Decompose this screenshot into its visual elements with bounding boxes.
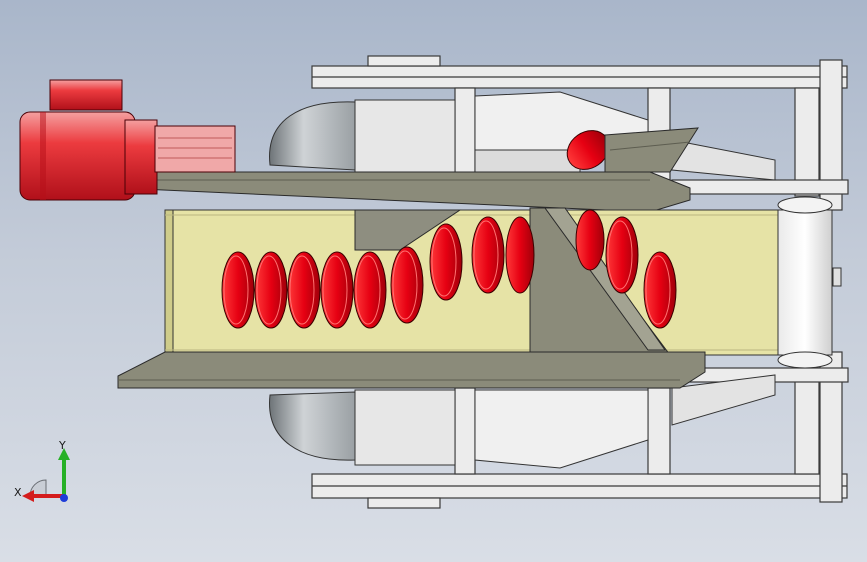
coordinate-triad: X Y — [12, 440, 82, 510]
red-disc-icon[interactable] — [254, 251, 288, 329]
guide-plate-icon[interactable] — [117, 171, 691, 213]
red-disc-icon[interactable] — [353, 251, 387, 329]
y-axis-label: Y — [59, 439, 66, 452]
red-disc-icon[interactable] — [287, 251, 321, 329]
frame-icon[interactable] — [311, 55, 849, 509]
gearbox-icon[interactable] — [154, 125, 236, 173]
red-disc-icon[interactable] — [605, 216, 639, 294]
red-disc-icon[interactable] — [320, 251, 354, 329]
red-disc-icon[interactable] — [643, 251, 677, 329]
motor-housing-icon[interactable] — [19, 79, 158, 201]
chute-icon[interactable] — [560, 123, 699, 178]
axis-arrows-icon — [22, 448, 70, 502]
red-disc-icon[interactable] — [429, 223, 463, 301]
red-disc-icon[interactable] — [221, 251, 255, 329]
lower-housing[interactable] — [354, 374, 776, 469]
red-disc-icon[interactable] — [505, 216, 535, 294]
x-axis-label: X — [14, 486, 22, 499]
upper-housing[interactable] — [354, 91, 776, 186]
red-discs[interactable] — [221, 209, 677, 329]
red-disc-icon[interactable] — [575, 209, 605, 271]
inner-plate[interactable] — [354, 207, 671, 356]
red-disc-icon[interactable] — [471, 216, 505, 294]
red-disc-icon[interactable] — [390, 246, 424, 324]
guide-plate-icon[interactable] — [117, 351, 706, 389]
roller[interactable] — [777, 196, 842, 369]
